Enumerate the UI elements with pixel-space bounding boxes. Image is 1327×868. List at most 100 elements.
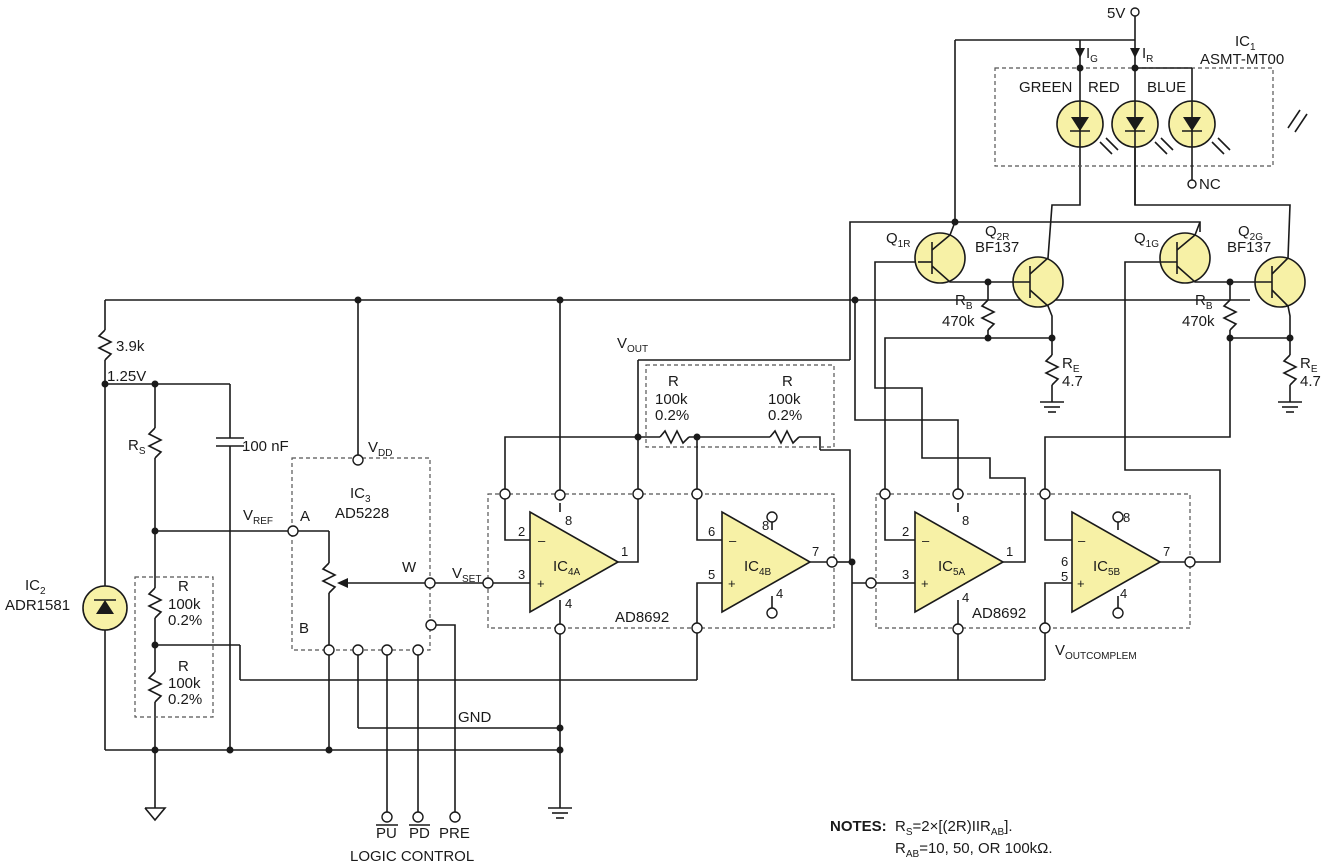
ic4a-pin3: 3 — [518, 567, 525, 582]
q2r-label: Q2R — [985, 223, 1009, 243]
ic3-pin-w: W — [402, 559, 417, 576]
re-green-value: 4.7 — [1300, 373, 1321, 390]
r-upper-name: R — [178, 578, 189, 595]
logic-pu-label: PU — [376, 825, 397, 842]
r1-tol: 0.2% — [655, 407, 689, 424]
q1g-label: Q1G — [1134, 230, 1159, 250]
r1-name: R — [668, 373, 679, 390]
ic1-part: ASMT-MT00 — [1200, 51, 1284, 68]
ic4a-label: IC4A — [553, 558, 581, 578]
cap-label: 100 nF — [242, 438, 289, 455]
q1g-transistor-icon — [1159, 232, 1211, 284]
ic3-digipot — [155, 296, 697, 823]
ic5a-plus: + — [921, 576, 929, 591]
logic-pd-label: PD — [409, 825, 430, 842]
rb-red-label: RB — [955, 292, 973, 312]
notes-line1: RS=2×[(2R)IIRAB]. — [895, 818, 1013, 838]
ic4a-pin4: 4 — [565, 596, 572, 611]
ic3-pin-a: A — [300, 508, 310, 525]
ic4a-pin1: 1 — [621, 544, 628, 559]
ic5b-pin5: 5 — [1061, 569, 1068, 584]
ic3-part: AD5228 — [335, 505, 389, 522]
ic1-rgb-led — [955, 7, 1308, 205]
ic4a-pin2: 2 — [518, 524, 525, 539]
rb-green-label: RB — [1195, 292, 1213, 312]
ic4b-minus: – — [729, 533, 737, 548]
ic4b-label: IC4B — [744, 558, 772, 578]
transistor-stage — [849, 40, 1306, 413]
ic5a-minus: – — [922, 533, 930, 548]
r-upper-tol: 0.2% — [168, 612, 202, 629]
r2-value: 100k — [768, 391, 801, 408]
ic5b-plus: + — [1077, 576, 1085, 591]
ir-label: IR — [1142, 45, 1153, 65]
ic1-label: IC1 — [1235, 33, 1256, 53]
ic5a-label: IC5A — [938, 558, 966, 578]
ig-label: IG — [1086, 45, 1098, 65]
ic4a-pin8: 8 — [565, 513, 572, 528]
r-lower-name: R — [178, 658, 189, 675]
ic4-part: AD8692 — [615, 609, 669, 626]
ic5a-pin1: 1 — [1006, 544, 1013, 559]
ic4b-pin4: 4 — [776, 586, 783, 601]
supply-5v-label: 5V — [1107, 5, 1125, 22]
ic5a-triangle — [914, 510, 1005, 614]
ic5a-pin4: 4 — [962, 590, 969, 605]
notes-line2: RAB=10, 50, OR 100kΩ. — [895, 840, 1053, 860]
re-green-label: RE — [1300, 355, 1318, 375]
q2g-part: BF137 — [1227, 239, 1271, 256]
r2-name: R — [782, 373, 793, 390]
ic5b-pin8: 8 — [1123, 510, 1130, 525]
q1r-label: Q1R — [886, 230, 910, 250]
ic5-dual-opamp — [851, 261, 1231, 680]
re-red-label: RE — [1062, 355, 1080, 375]
ic2-label: IC2 — [25, 577, 46, 597]
logic-control-label: LOGIC CONTROL — [350, 848, 474, 865]
r39-label: 3.9k — [116, 338, 145, 355]
rb-green-value: 470k — [1182, 313, 1215, 330]
gnd-label: GND — [458, 709, 492, 726]
q2r-part: BF137 — [975, 239, 1019, 256]
q1r-transistor-icon — [914, 232, 966, 284]
ic5b-pin7: 7 — [1163, 544, 1170, 559]
ic3-pin-b: B — [299, 620, 309, 637]
light-emission-icon — [1287, 109, 1301, 129]
ic5a-pin2: 2 — [902, 524, 909, 539]
vref-label: VREF — [243, 507, 273, 527]
ic5a-pin8: 8 — [962, 513, 969, 528]
ic4b-pin6: 6 — [708, 524, 715, 539]
ic2-part: ADR1581 — [5, 597, 70, 614]
ic4-dual-opamp — [435, 296, 1045, 819]
r2-tol: 0.2% — [768, 407, 802, 424]
ic4a-plus: + — [537, 576, 545, 591]
logic-pre-label: PRE — [439, 825, 470, 842]
q2g-label: Q2G — [1238, 223, 1263, 243]
ic5-part: AD8692 — [972, 605, 1026, 622]
blue-label: BLUE — [1147, 79, 1186, 96]
r-lower-value: 100k — [168, 675, 201, 692]
ic5b-triangle — [1071, 510, 1162, 614]
notes-title: NOTES: — [830, 818, 887, 835]
ic5b-minus: – — [1078, 533, 1086, 548]
ic4b-pin8: 8 — [762, 518, 769, 533]
re-red-value: 4.7 — [1062, 373, 1083, 390]
nc-label: NC — [1199, 176, 1221, 193]
ic3-vdd-label: VDD — [368, 439, 392, 459]
green-label: GREEN — [1019, 79, 1072, 96]
ic5b-label: IC5B — [1093, 558, 1121, 578]
ic4a-minus: – — [538, 533, 546, 548]
ic4b-pin5: 5 — [708, 567, 715, 582]
ic5b-pin4: 4 — [1120, 586, 1127, 601]
vset-label: VSET — [452, 565, 481, 585]
ic4b-pin7: 7 — [812, 544, 819, 559]
ic5a-pin3: 3 — [902, 567, 909, 582]
rs-label: RS — [128, 437, 146, 457]
reference-section — [82, 299, 1250, 822]
v125-label: 1.25V — [107, 368, 146, 385]
ic3-label: IC3 — [350, 485, 371, 505]
rb-red-value: 470k — [942, 313, 975, 330]
ic4a-triangle — [529, 510, 620, 614]
notes: NOTES: RS=2×[(2R)IIRAB]. RAB=10, 50, OR … — [830, 818, 1053, 860]
r-upper-value: 100k — [168, 596, 201, 613]
red-label: RED — [1088, 79, 1120, 96]
